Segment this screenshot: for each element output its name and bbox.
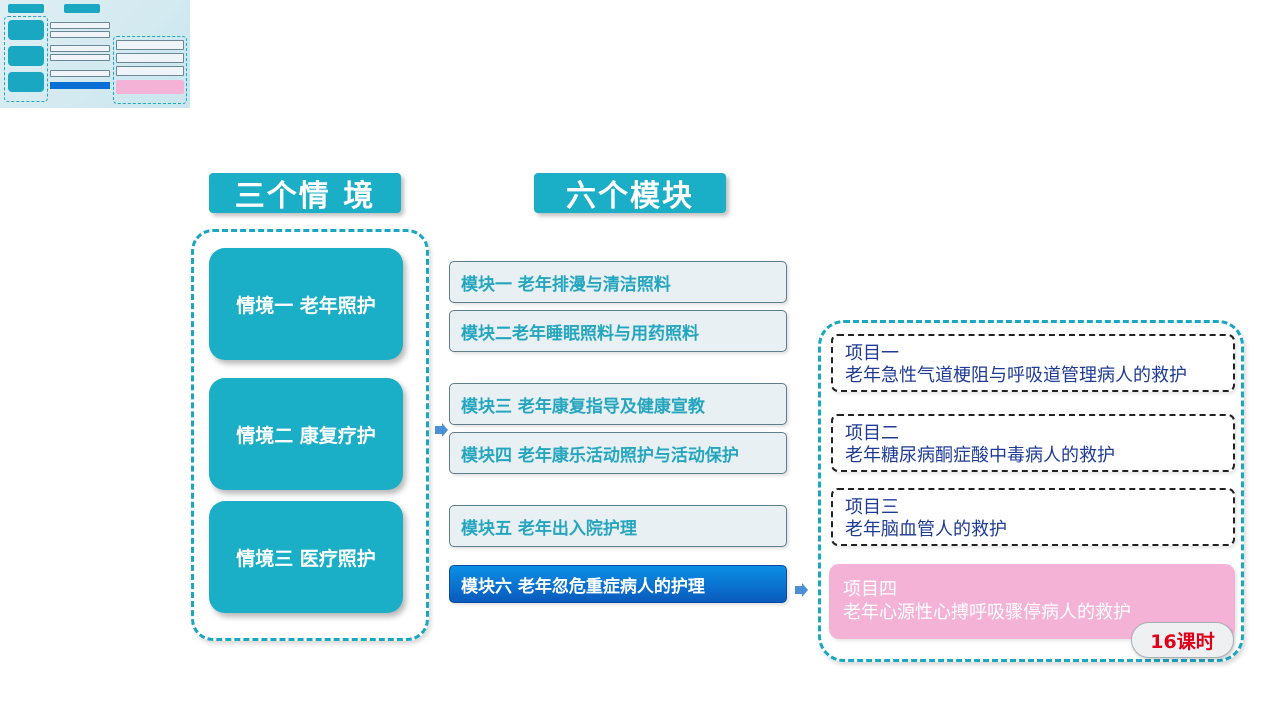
projects-frame: [818, 320, 1244, 662]
arrow-right-icon: [795, 582, 809, 597]
module-2[interactable]: 模块二老年睡眠照料与用药照料: [449, 310, 787, 352]
hours-badge: 16课时: [1131, 622, 1234, 658]
project-title: 项目二: [845, 423, 899, 444]
project-1[interactable]: 项目一 老年急性气道梗阻与呼吸道管理病人的救护: [831, 334, 1235, 392]
project-desc: 老年急性气道梗阻与呼吸道管理病人的救护: [845, 365, 1187, 386]
project-desc: 老年糖尿病酮症酸中毒病人的救护: [845, 445, 1115, 466]
project-3[interactable]: 项目三 老年脑血管人的救护: [831, 488, 1235, 546]
scenarios-header: 三个情 境: [209, 173, 401, 214]
project-2[interactable]: 项目二 老年糖尿病酮症酸中毒病人的救护: [831, 414, 1235, 472]
scenario-3[interactable]: 情境三 医疗照护: [209, 501, 403, 613]
scenarios-frame: [191, 229, 429, 641]
module-1[interactable]: 模块一 老年排漫与清洁照料: [449, 261, 787, 303]
module-5[interactable]: 模块五 老年出入院护理: [449, 505, 787, 547]
project-desc: 老年脑血管人的救护: [845, 519, 1007, 540]
arrow-right-icon: [435, 422, 449, 437]
project-desc: 老年心源性心搏呼吸骤停病人的救护: [843, 602, 1131, 623]
slide-thumbnail[interactable]: [0, 0, 190, 108]
module-3[interactable]: 模块三 老年康复指导及健康宣教: [449, 383, 787, 425]
scenario-2[interactable]: 情境二 康复疗护: [209, 378, 403, 490]
modules-header: 六个模块: [534, 173, 726, 214]
project-title: 项目一: [845, 343, 899, 364]
module-4[interactable]: 模块四 老年康乐活动照护与活动保护: [449, 432, 787, 474]
scenario-1[interactable]: 情境一 老年照护: [209, 248, 403, 360]
project-title: 项目三: [845, 497, 899, 518]
module-6-active[interactable]: 模块六 老年忽危重症病人的护理: [449, 565, 787, 603]
project-title: 项目四: [843, 579, 897, 600]
